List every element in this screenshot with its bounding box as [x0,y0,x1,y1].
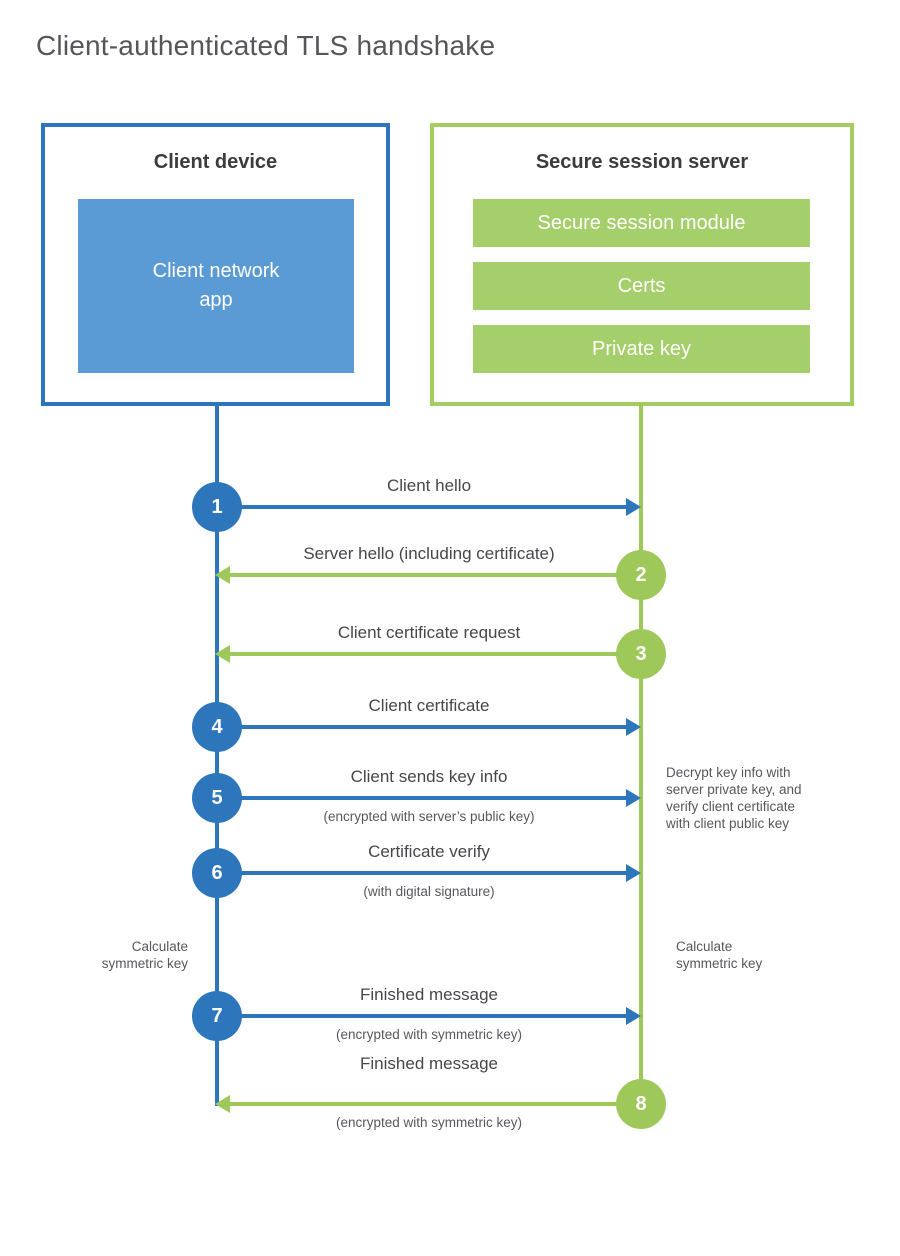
page-title: Client-authenticated TLS handshake [36,30,496,61]
step-4-badge: 4 [192,702,242,752]
step-6-arrow-line [240,871,628,875]
step-5-arrow-line [240,796,628,800]
step-7-badge: 7 [192,991,242,1041]
client-box-title: Client device [153,151,278,173]
step-5-label: Client sends key info [350,767,508,786]
step-4-arrow-line [240,725,628,729]
step-8-arrowhead-icon [215,1095,230,1113]
step-3-arrow-line [230,652,618,656]
step-7-label: Finished message [360,985,498,1004]
calc-symmetric-key-client-note: Calculate symmetric key [101,939,188,971]
step-3-badge: 3 [616,629,666,679]
step-1-arrowhead-icon [626,498,641,516]
server-lifeline [639,403,643,1081]
secure-session-server-box: Secure session server Secure session mod… [430,123,854,406]
step-2-arrow-line [230,573,618,577]
step-7-sublabel: (encrypted with symmetric key) [335,1027,523,1042]
step-1-arrow-line [240,505,628,509]
step-8-label: Finished message [360,1054,498,1073]
client-lifeline [215,403,219,1106]
step-4-label: Client certificate [368,696,490,715]
step-2-arrowhead-icon [215,566,230,584]
step-3-label: Client certificate request [337,623,521,642]
step-4-arrowhead-icon [626,718,641,736]
step-2-badge: 2 [616,550,666,600]
server-module-private-key: Private key [473,325,810,373]
step-6-sublabel: (with digital signature) [363,884,495,899]
step-8-arrow-line [230,1102,618,1106]
client-device-box: Client device Client network app [41,123,390,406]
server-module-certs: Certs [473,262,810,310]
calc-symmetric-key-server-note: Calculate symmetric key [676,939,763,971]
step-7-arrowhead-icon [626,1007,641,1025]
step-6-badge: 6 [192,848,242,898]
step-6-label: Certificate verify [368,842,490,861]
step-6-arrowhead-icon [626,864,641,882]
client-network-app-block: Client network app [78,199,354,373]
step-5-badge: 5 [192,773,242,823]
step-1-badge: 1 [192,482,242,532]
step-5-sublabel: (encrypted with server’s public key) [323,809,535,824]
step-2-label: Server hello (including certificate) [303,544,555,563]
step-5-arrowhead-icon [626,789,641,807]
step-3-arrowhead-icon [215,645,230,663]
step-1-label: Client hello [386,476,472,495]
step-8-badge: 8 [616,1079,666,1129]
decrypt-key-note: Decrypt key info with server private key… [666,765,802,831]
server-box-title: Secure session server [535,151,749,173]
step-8-sublabel: (encrypted with symmetric key) [335,1115,523,1130]
server-module-secure-session: Secure session module [473,199,810,247]
step-7-arrow-line [240,1014,628,1018]
